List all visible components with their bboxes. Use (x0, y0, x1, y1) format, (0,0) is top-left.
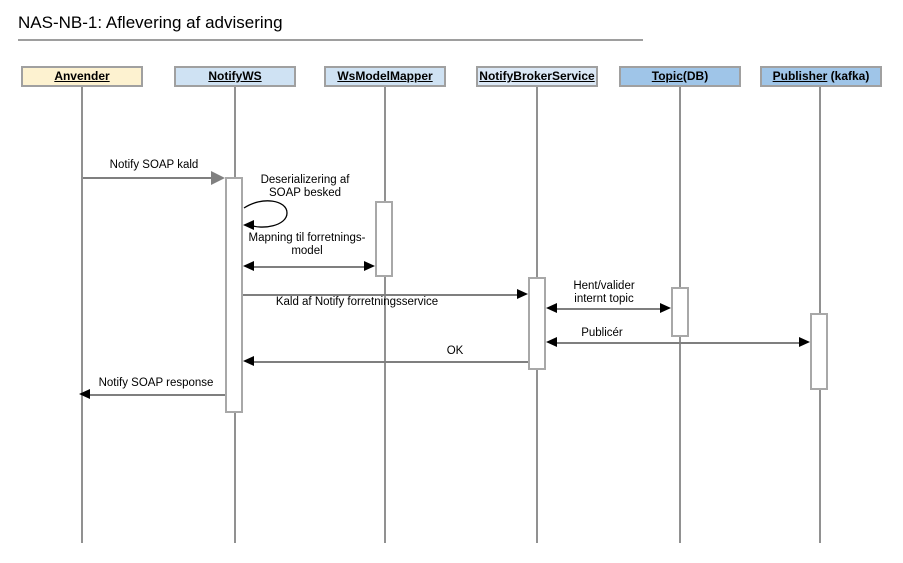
message-label-mapning: Mapning til forretnings- model (248, 232, 366, 257)
message-line-notify-soap-response (87, 394, 225, 396)
actor-topic-db-label: Topic (651, 69, 683, 83)
message-line-publicer (551, 342, 805, 344)
actor-notifyws: NotifyWS (174, 66, 296, 87)
message-label-hent-valider: Hent/valider internt topic (573, 280, 635, 305)
actor-wsmodelmapper: WsModelMapper (324, 66, 446, 87)
activation-notifyws (225, 177, 243, 413)
activation-notifybrokerservice (528, 277, 546, 370)
arrowhead-left-icon (546, 303, 557, 313)
arrowhead-right-icon (517, 289, 528, 299)
message-line-kald-af-notify (243, 294, 523, 296)
message-label-notify-soap-kald: Notify SOAP kald (109, 159, 199, 171)
sync-arrowhead-icon (211, 171, 225, 185)
message-label-publicer: Publicér (581, 327, 623, 339)
actor-topic-db-suffix: (DB) (682, 69, 709, 83)
message-line-notify-soap-kald (83, 177, 213, 179)
message-line-ok (248, 361, 528, 363)
actor-notifyws-label: NotifyWS (208, 69, 262, 83)
message-line-hent-valider (551, 308, 666, 310)
arrowhead-left-icon (243, 261, 254, 271)
diagram-title: NAS-NB-1: Aflevering af advisering (18, 13, 283, 32)
message-line-mapning (248, 266, 370, 268)
actor-wsmodelmapper-label: WsModelMapper (337, 69, 433, 83)
message-label-notify-soap-response: Notify SOAP response (98, 377, 214, 389)
arrowhead-left-icon (243, 356, 254, 366)
lifeline-anvender (81, 87, 83, 543)
lifeline-wsmodelmapper (384, 87, 386, 543)
arrowhead-right-icon (660, 303, 671, 313)
actor-notifybrokerservice: NotifyBrokerService (476, 66, 598, 87)
actor-topic-db: Topic(DB) (619, 66, 741, 87)
title-underline (18, 39, 643, 41)
self-loop-arrow-icon (243, 200, 288, 230)
message-label-kald-af-notify: Kald af Notify forretningsservice (275, 296, 439, 308)
activation-topic-db (671, 287, 689, 337)
activation-publisher-kafka (810, 313, 828, 390)
arrowhead-left-icon (79, 389, 90, 399)
message-label-ok: OK (446, 345, 464, 357)
actor-anvender-label: Anvender (54, 69, 110, 83)
activation-wsmodelmapper (375, 201, 393, 277)
actor-notifybrokerservice-label: NotifyBrokerService (479, 69, 595, 83)
arrowhead-right-icon (364, 261, 375, 271)
actor-anvender: Anvender (21, 66, 143, 87)
arrowhead-right-icon (799, 337, 810, 347)
message-label-deserializering: Deserializering af SOAP besked (260, 174, 350, 199)
actor-publisher-kafka-label: Publisher (772, 69, 828, 83)
actor-publisher-kafka: Publisher (kafka) (760, 66, 882, 87)
actor-publisher-kafka-suffix: (kafka) (827, 69, 870, 83)
arrowhead-left-icon (546, 337, 557, 347)
